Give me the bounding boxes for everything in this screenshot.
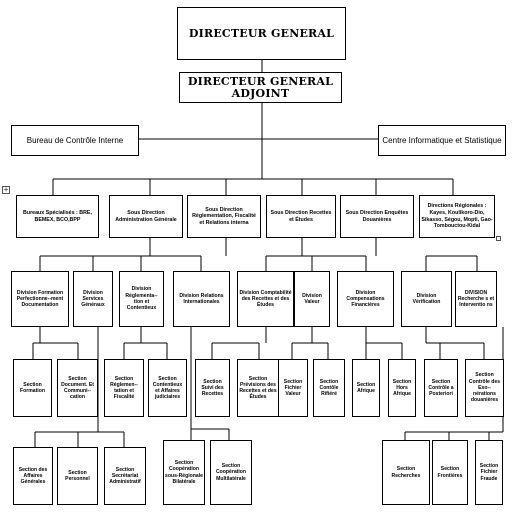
node-section-suivi-recettes: Section Suivi des Recettes <box>195 359 230 417</box>
node-sd-administration: Sous Direction Administration Générale <box>109 195 183 238</box>
node-section-fichier-valeur: Section Fichier Valeur <box>278 359 308 417</box>
node-directions-regionales: Directions Régionales : Kayes, Koulikoro… <box>419 195 495 238</box>
node-section-reglementation-fiscalite: Section Réglemen--tation et Fiscalité <box>104 359 144 417</box>
node-sd-recettes: Sous Direction Recettes et Études <box>266 195 336 238</box>
node-division-formation: Division Formation Perfectionne--ment Do… <box>11 271 69 327</box>
node-directeur-general-adjoint: DIRECTEUR GENERAL ADJOINT <box>179 72 342 103</box>
node-section-cooperation-sous-regionale: Section Coopération sous-Régionale Bilat… <box>163 440 205 505</box>
node-directeur-general: DIRECTEUR GENERAL <box>177 7 346 60</box>
node-centre-informatique: Centre Informatique et Statistique <box>378 125 506 156</box>
node-section-recherches: Section Recherches <box>382 440 430 505</box>
node-division-valeur: Division Valeur <box>294 271 330 327</box>
node-division-reglementation: Division Réglementa--tion et Contentieux <box>119 271 164 327</box>
node-section-cooperation-multilaterale: Section Coopération Multilatérale <box>210 440 252 505</box>
node-section-personnel: Section Personnel <box>57 447 98 505</box>
node-section-frontieres: Section Frontières <box>432 440 468 505</box>
node-bureau-controle-interne: Bureau de Contrôle Interne <box>11 125 139 156</box>
node-section-controle-exonerations: Section Contrôle des Exo--nérations doua… <box>465 359 504 417</box>
resize-handle-icon[interactable] <box>496 236 501 241</box>
node-division-compensations: Division Compensations Financières <box>337 271 394 327</box>
node-division-recherches: DIVISION Recherche s et Interventio ns <box>455 271 497 327</box>
node-section-hors-afrique: Section Hors Afrique <box>388 359 416 417</box>
node-bureaux-specialises: Bureaux Spécialisés : BRE, BEMEX, BCO,BP… <box>16 195 99 238</box>
expand-handle-icon[interactable]: + <box>2 185 10 194</box>
node-section-fichier-fraude: Section Fichier Fraude <box>475 440 503 505</box>
node-sd-enquetes: Sous Direction Enquêtes Douanières <box>340 195 414 238</box>
node-section-controle-rifiere: Section Contôle Rifiéré <box>313 359 345 417</box>
node-division-services-generaux: Division Services Généraux <box>73 271 113 327</box>
node-section-affaires-generales: Section des Affaires Générales <box>13 447 53 505</box>
node-section-previsions: Section Prévisions des Recettes et des É… <box>237 359 279 417</box>
node-division-comptabilite: Division Comptabilité des Recettes et de… <box>237 271 294 327</box>
node-division-relations-internationales: Division Relations Internationales <box>173 271 230 327</box>
node-sd-reglementation: Sous Direction Réglementation, Fiscalité… <box>187 195 261 238</box>
node-section-afrique: Section Afrique <box>352 359 380 417</box>
node-division-verification: Division Vérification <box>401 271 452 327</box>
node-section-formation: Section Formation <box>13 359 52 417</box>
node-section-contentieux: Section Contentieux et Affaires judiciai… <box>148 359 187 417</box>
node-section-controle-posteriori: Section Contrôle a Posteriori <box>424 359 458 417</box>
node-section-document: Section Document. Et Communi--cation <box>57 359 98 417</box>
node-section-secretariat: Section Secrétariat Administratif <box>104 447 146 505</box>
